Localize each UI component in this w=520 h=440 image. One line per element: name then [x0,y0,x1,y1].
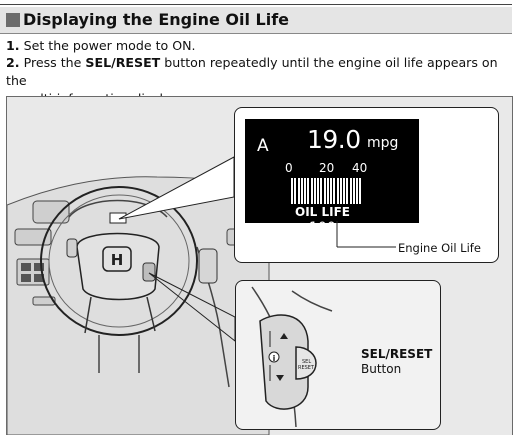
steering-wheel-rim [40,186,198,336]
steering-column [98,335,140,373]
gauge-tick: 0 [285,161,293,175]
left-vent [14,228,52,246]
header-rule [0,4,512,5]
fuel-economy-unit: mpg [367,135,399,151]
lower-spoke [84,296,92,334]
oil-life-label: OIL LIFE [295,205,350,219]
sel-reset-callout-title: SEL/RESET [361,347,433,361]
up-arrow-icon [280,333,288,339]
switch-label: SEL [302,359,311,365]
oil-life-value: 100% [309,220,346,236]
switch [34,274,44,282]
sel-reset-callout: SEL/RESET Button [361,347,432,377]
switch-label: RESET [298,365,315,371]
lower-spoke [146,296,156,332]
steering-switch-closeup: i SEL RESET [251,286,333,428]
step-text-after: button repeatedly until the engine oil l… [6,55,498,88]
spoke-edge [291,290,333,312]
sel-reset-callout-subtitle: Button [361,362,402,376]
fuel-gauge-bar [291,178,363,204]
knee-switch [32,296,56,306]
gauge-tick: 40 [352,161,368,175]
gauge-tick: 20 [319,161,335,175]
step-text: Press the [23,55,86,70]
multi-information-display: A 19.0 mpg 0 20 40 OIL LIFE 100% [245,119,419,236]
step-number: 1. [6,38,20,53]
down-arrow-icon [276,375,284,381]
dashboard-illustration: H A 19.0 mpg 0 20 40 [6,96,513,435]
steering-wheel-inner [48,194,190,328]
step-1: 1. Set the power mode to ON. [6,37,196,55]
switch [21,274,31,282]
sel-reset-button [295,346,317,380]
section-header [0,7,512,34]
right-spoke-switch [142,262,156,282]
section-title: Displaying the Engine Oil Life [23,10,290,29]
switch [21,263,31,271]
svg-text:i: i [273,354,276,363]
engine-oil-life-callout: Engine Oil Life [398,241,481,255]
svg-text:H: H [111,251,124,269]
trip-mode: A [257,136,269,156]
left-spoke-switch [66,238,78,258]
info-button-icon [268,351,280,363]
switch-housing [259,314,309,410]
steering-hub [76,232,160,301]
gear-shifter [198,248,218,284]
step-number: 2. [6,55,20,70]
switch [34,263,44,271]
fuel-economy-value: 19.0 [307,125,361,154]
honda-logo-icon [102,246,132,272]
switch-callout: i SEL RESET [235,280,441,430]
section-marker-icon [6,13,20,27]
sel-reset-term: SEL/RESET [85,55,161,70]
step-text: Set the power mode to ON. [23,38,196,53]
